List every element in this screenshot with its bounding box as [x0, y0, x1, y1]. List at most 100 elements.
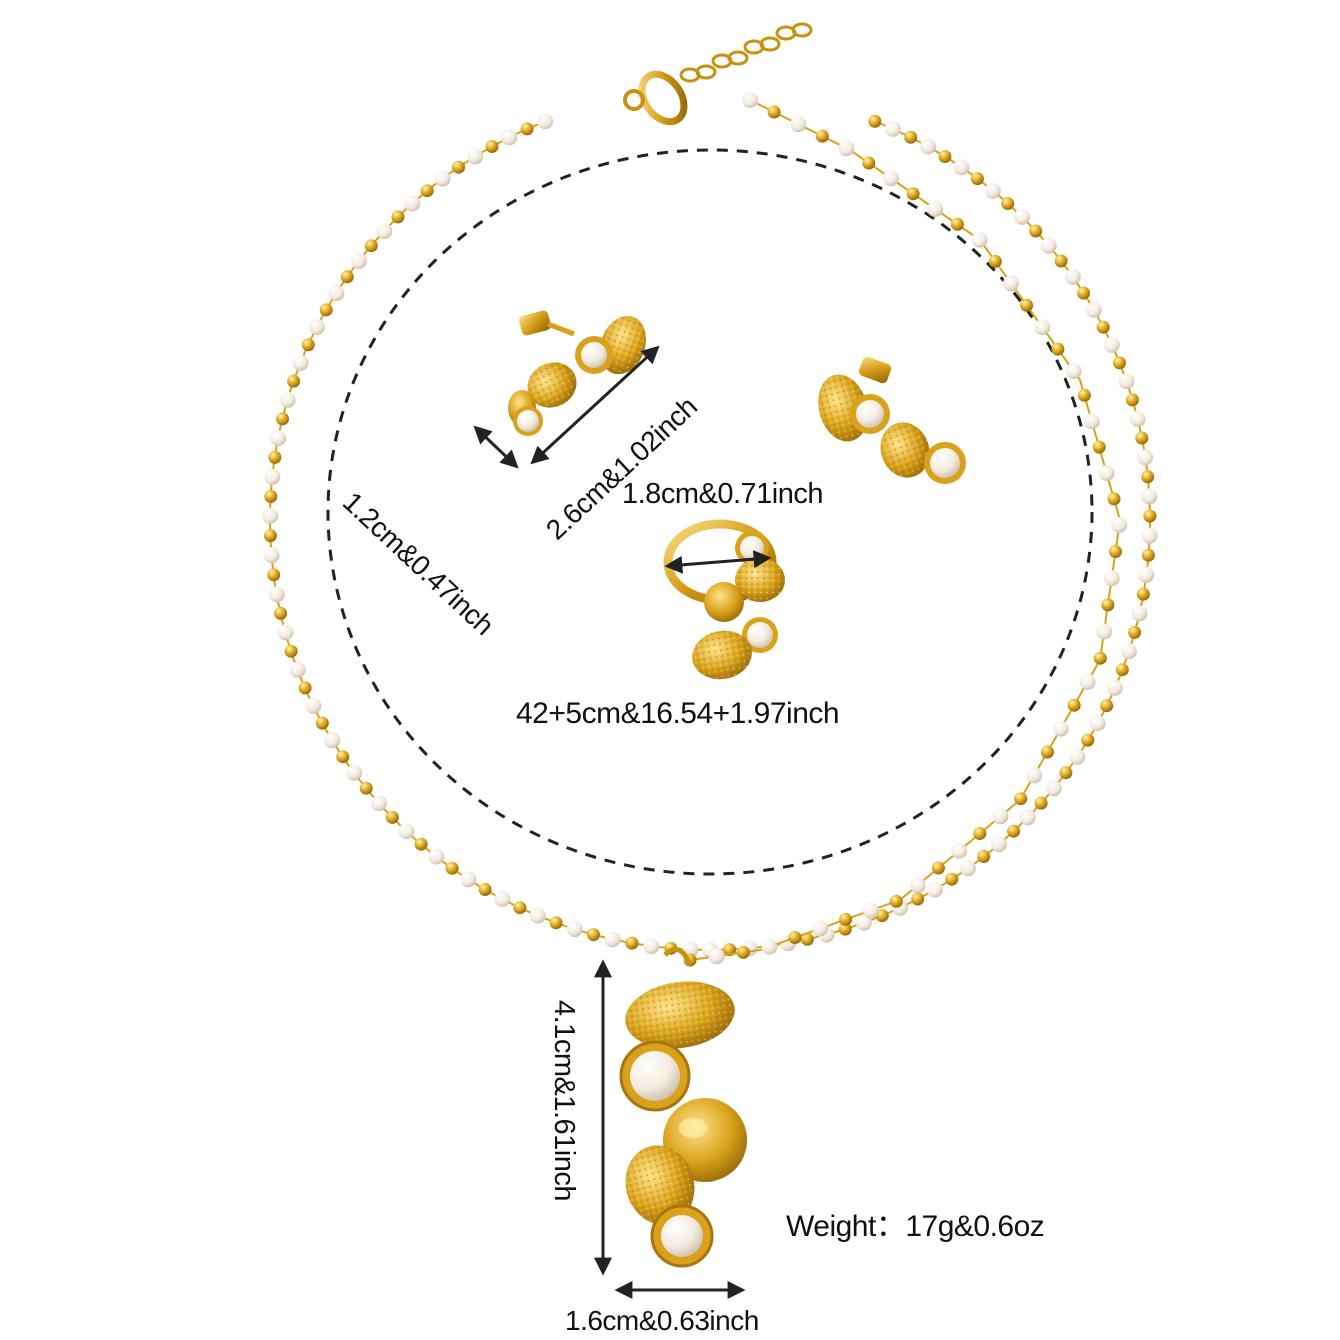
- pearl-bead: [971, 231, 988, 248]
- gold-bead: [1034, 796, 1048, 810]
- pearl-bead: [262, 508, 279, 524]
- gold-bead: [276, 412, 289, 426]
- pearl-bead: [984, 182, 1001, 199]
- pearl-bead: [1079, 673, 1096, 690]
- gold-bead: [267, 568, 281, 582]
- gold-bead: [945, 872, 959, 886]
- pearl-bead: [537, 113, 554, 130]
- pearl-bead: [1129, 410, 1146, 427]
- pearl-bead: [1103, 336, 1120, 353]
- gold-bead: [1136, 587, 1150, 601]
- gold-bead: [263, 529, 277, 543]
- pearl-bead: [951, 842, 968, 859]
- gold-bead: [800, 932, 814, 946]
- pearl-bead: [279, 391, 296, 408]
- gold-bead: [950, 217, 964, 231]
- gold-bead: [385, 810, 399, 824]
- pearl-bead: [494, 891, 511, 907]
- pearl-bead: [277, 624, 294, 641]
- pearl-bead: [1019, 809, 1036, 826]
- extender-chain-icon: [623, 22, 813, 126]
- gold-bead: [973, 827, 987, 840]
- pearl-bead: [308, 319, 325, 336]
- ring-size-label: 1.8cm&0.71inch: [622, 478, 823, 510]
- gold-bead: [1141, 470, 1155, 484]
- pearl-bead: [1065, 363, 1082, 379]
- pearl-bead: [1064, 268, 1081, 285]
- pearl-bead: [882, 170, 899, 187]
- gold-bead: [1125, 393, 1139, 407]
- pebble-pearl-earring-right-icon: [818, 356, 966, 484]
- gold-bead: [549, 916, 563, 930]
- gold-bead: [1029, 224, 1043, 238]
- gold-bead: [723, 943, 737, 957]
- gold-bead: [1101, 598, 1115, 612]
- gold-bead: [520, 122, 534, 136]
- necklace-length-label: 42+5cm&16.54+1.97inch: [516, 697, 840, 730]
- ring-width-arrow: [664, 550, 772, 574]
- gold-bead: [268, 450, 282, 464]
- weight-label: Weight：17g&0.6oz: [786, 1210, 1045, 1243]
- pearl-bead: [863, 902, 879, 919]
- pearl-bead: [460, 871, 477, 888]
- pearl-bead: [350, 253, 367, 269]
- pearl-bead: [428, 848, 445, 865]
- pearl-bead: [370, 795, 387, 812]
- pearl-bead: [742, 92, 758, 108]
- gold-bead: [485, 140, 499, 153]
- pearl-bead: [1120, 643, 1137, 660]
- gold-bead: [1077, 388, 1091, 402]
- pearl-bead: [1003, 275, 1019, 292]
- gold-bead: [315, 716, 329, 730]
- chain-line: [709, 120, 1151, 951]
- gold-bead: [1113, 356, 1126, 370]
- pearl-bead: [264, 468, 281, 485]
- gold-bead: [625, 936, 639, 950]
- gold-bead: [977, 850, 991, 863]
- pearl-bead: [953, 159, 970, 176]
- gold-bead: [838, 922, 852, 936]
- gold-bead: [1051, 342, 1065, 356]
- gold-bead: [862, 156, 876, 170]
- gold-bead: [301, 338, 315, 352]
- gold-bead: [391, 210, 405, 224]
- measurement-arrows: [473, 345, 772, 1299]
- gold-bead: [336, 750, 350, 764]
- gold-bead: [414, 837, 428, 851]
- pearl-bead: [1089, 715, 1106, 732]
- pearl-bead: [1096, 623, 1113, 640]
- pearl-bead: [909, 877, 926, 894]
- gold-bead: [478, 883, 492, 896]
- pearl-bead: [404, 195, 421, 212]
- gold-bead: [420, 184, 434, 198]
- gold-bead: [767, 105, 781, 119]
- pearl-bead: [1034, 319, 1051, 336]
- pearl-bead: [1141, 527, 1158, 544]
- gold-bead: [298, 681, 312, 695]
- pendant-length-label: 4.1cm&1.61inch: [548, 1000, 580, 1201]
- earring-width-arrow: [473, 425, 519, 469]
- gold-bead: [1109, 545, 1122, 559]
- pebble-pearl-pendant-icon: [619, 946, 747, 1268]
- pearl-bead: [990, 836, 1007, 853]
- pearl-bead: [855, 914, 872, 931]
- pearl-bead: [1131, 605, 1148, 622]
- gold-bead: [938, 150, 952, 163]
- gold-bead: [1096, 320, 1110, 334]
- pearl-bead: [270, 430, 287, 446]
- pearl-bead: [790, 116, 807, 133]
- gold-bead: [1107, 492, 1121, 506]
- pearl-bead: [1040, 237, 1057, 254]
- pearl-bead: [1106, 679, 1123, 696]
- pearl-bead: [501, 129, 518, 146]
- pearl-bead: [1118, 373, 1135, 390]
- gold-bead: [513, 901, 527, 915]
- pearl-bead: [292, 354, 309, 371]
- pearl-bead: [1014, 208, 1030, 225]
- gold-bead: [1054, 254, 1068, 268]
- gold-bead: [1100, 699, 1114, 713]
- gold-bead: [906, 187, 920, 201]
- pearl-bead: [529, 907, 546, 924]
- pearl-bead: [467, 148, 484, 165]
